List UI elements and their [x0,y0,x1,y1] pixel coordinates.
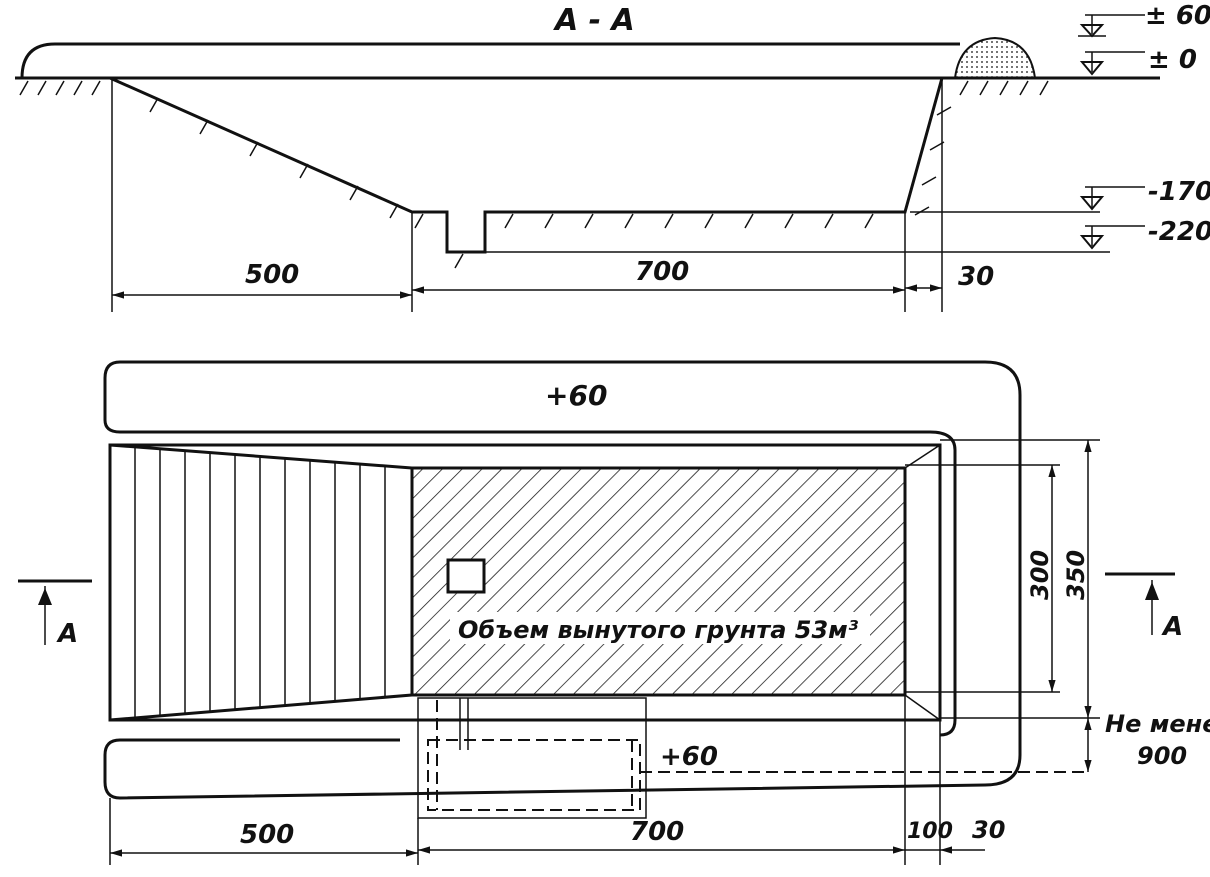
dim-350: 350 [1062,550,1090,600]
plan-dim-500: 500 [240,820,294,850]
sump [446,558,486,594]
width-dimensions [905,439,1100,772]
plan-view: +60 Об [18,360,1210,865]
level-zero: ± 0 [1148,45,1197,75]
soil-mound [953,36,1037,79]
ground-hatching [19,80,1049,269]
ramp [109,443,414,722]
vehicle-outline [417,697,647,819]
volume-label: Объем вынутого грунта 53м³ [458,616,859,644]
section-mark-right [1105,572,1175,635]
corner-slope-top [904,444,941,469]
right-mound-label: +60 [660,742,718,772]
level-plus-60: ± 60 [1145,1,1210,31]
volume-label-bg [450,612,870,644]
section-view: А - А [15,1,1210,312]
section-dim-700: 700 [635,257,689,287]
section-mark-left-label: А [56,619,78,649]
soil-mound-outline [103,360,1022,800]
plan-dim-30: 30 [972,816,1005,844]
level-minus-170: -170 [1148,177,1210,207]
corner-slope-bottom [904,694,941,721]
section-title: А - А [553,3,635,38]
cover-line [20,42,960,79]
section-dim-30: 30 [958,262,994,292]
section-mark-right-label: А [1161,612,1183,642]
min-dim-label: Не менее [1105,710,1210,738]
min-dim-value: 900 [1137,742,1187,770]
plan-dim-700: 700 [630,817,684,847]
level-marks [485,14,1145,253]
pit-profile [109,76,944,254]
plan-dim-100: 100 [907,819,953,844]
mound-label: +60 [545,379,607,412]
section-dim-500: 500 [245,260,299,290]
pit-floor [410,466,907,697]
level-minus-220: -220 [1148,217,1210,247]
dim-300: 300 [1026,550,1054,600]
plan-dimension-line [109,695,985,865]
section-mark-left [18,579,92,645]
section-dimension-line [111,80,943,312]
